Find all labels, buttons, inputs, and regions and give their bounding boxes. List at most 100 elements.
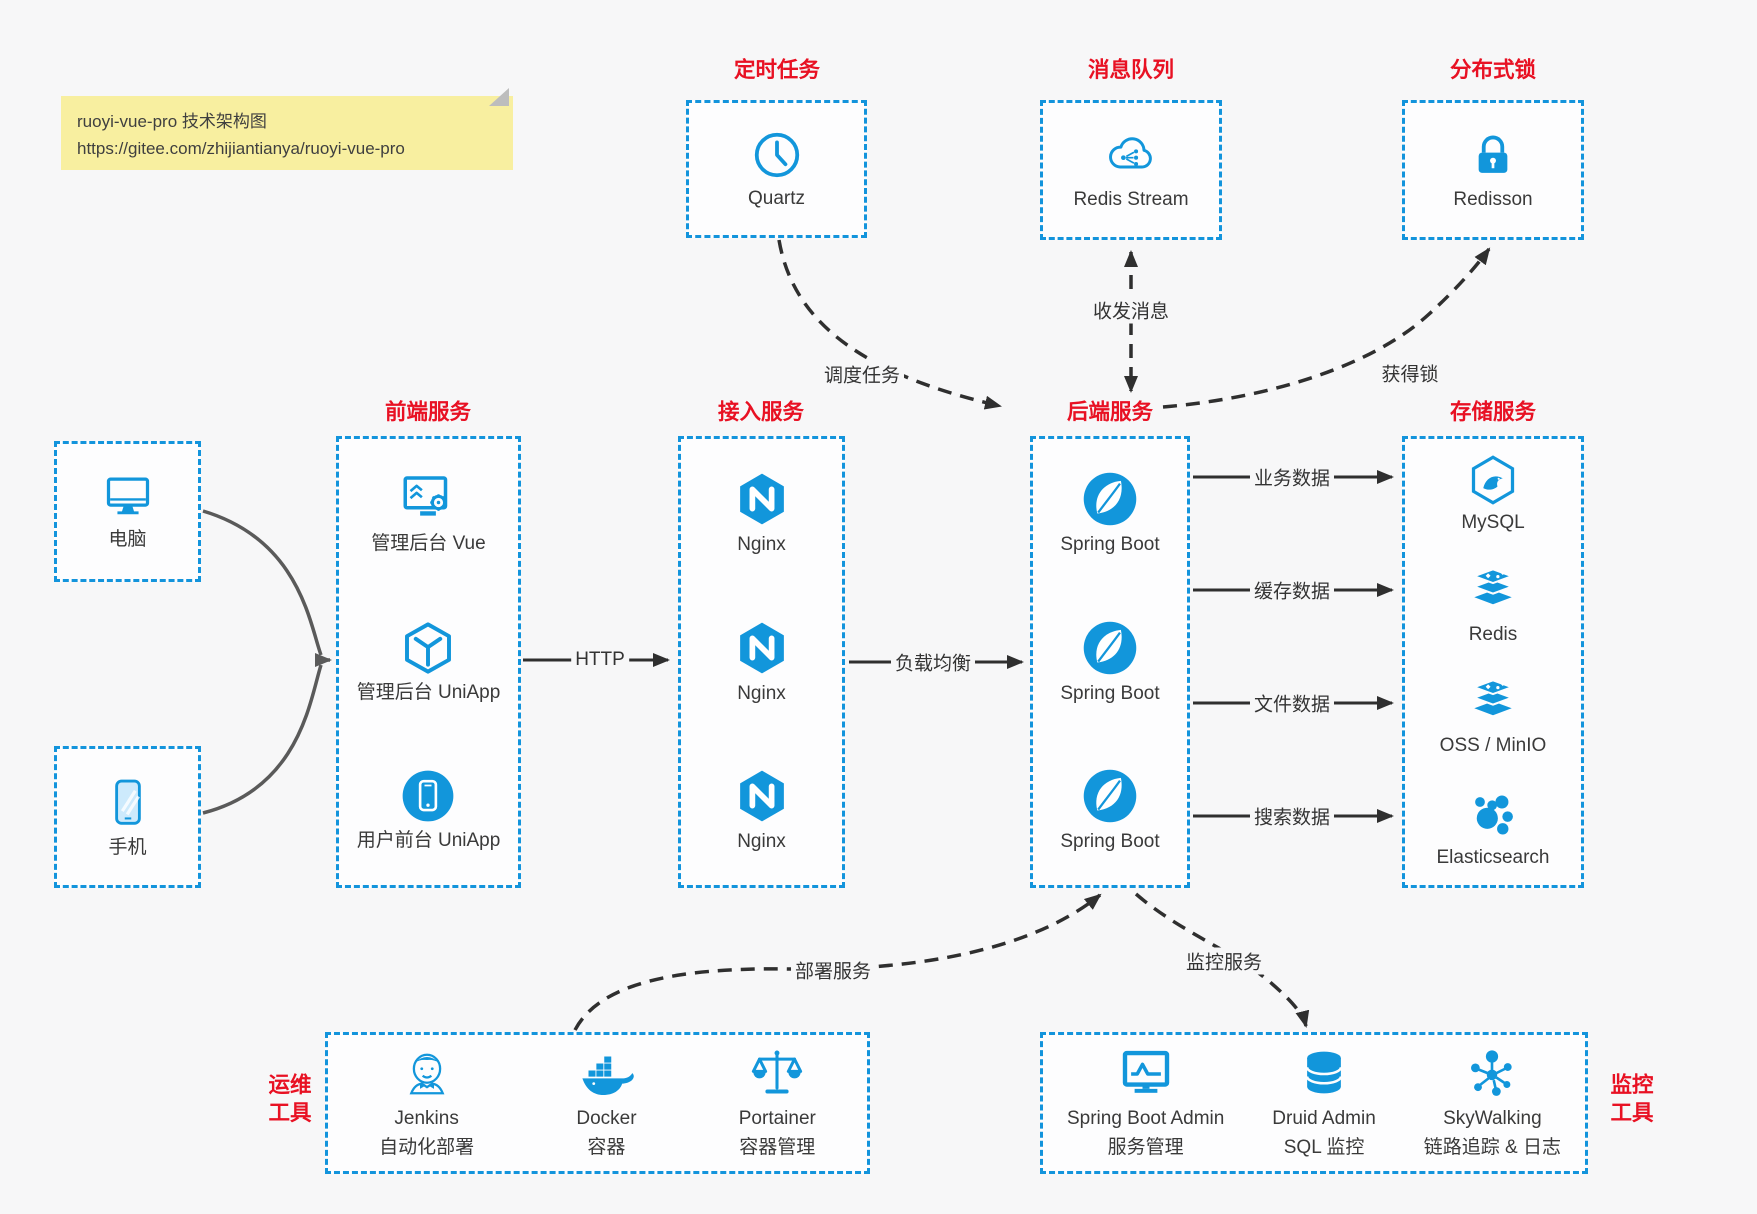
skywalking-icon <box>1471 1050 1513 1097</box>
node-desc: 服务管理 <box>1107 1137 1184 1158</box>
edge-phone-to-frontend <box>202 664 323 815</box>
title-access-service: 接入服务 <box>717 400 805 424</box>
node-nginx-3: Nginx <box>734 767 790 854</box>
node-label: Druid Admin <box>1272 1108 1376 1130</box>
note-fold-corner <box>489 88 509 106</box>
jenkins-icon <box>409 1053 445 1095</box>
node-desc: SQL 监控 <box>1283 1137 1365 1158</box>
node-label: Redis <box>1468 623 1518 645</box>
node-label: Spring Boot <box>1060 533 1160 555</box>
edge-label-load-balance: 负载均衡 <box>890 648 976 676</box>
panel-frontend: 管理后台 Vue 管理后台 UniApp 用户前台 UniApp <box>336 436 521 888</box>
title-distributed-lock: 分布式锁 <box>1449 58 1537 82</box>
node-nginx-1: Nginx <box>734 470 790 557</box>
node-phone: 手机 <box>102 775 154 860</box>
mysql-icon <box>1471 455 1515 505</box>
node-label: Spring Boot <box>1060 831 1160 853</box>
edge-label-schedule-job: 调度任务 <box>819 360 905 388</box>
node-druid-admin: Druid Admin SQL 监控 <box>1272 1046 1376 1160</box>
node-redis: Redis <box>1466 566 1520 647</box>
node-redis-stream: Redis Stream <box>1073 129 1189 212</box>
node-quartz: Quartz <box>748 128 805 211</box>
user-uniapp-icon <box>403 770 454 822</box>
node-admin-uniapp: 管理后台 UniApp <box>356 620 501 705</box>
node-redisson: Redisson <box>1453 129 1533 212</box>
desktop-icon <box>106 477 149 515</box>
node-label: Redis Stream <box>1073 188 1189 210</box>
node-spring-boot-admin: Spring Boot Admin 服务管理 <box>1067 1046 1224 1160</box>
node-label: MySQL <box>1461 512 1525 534</box>
monitoring-title-line2: 工具 <box>1610 1100 1654 1125</box>
node-label: Portainer <box>738 1108 816 1130</box>
edge-label-send-receive-message: 收发消息 <box>1088 296 1174 324</box>
node-label: Quartz <box>747 187 806 209</box>
node-label: Spring Boot <box>1060 682 1160 704</box>
title-monitoring-tools: 监控 工具 <box>1604 1072 1660 1128</box>
monitoring-title-line1: 监控 <box>1610 1073 1654 1097</box>
node-label: Docker <box>576 1108 637 1130</box>
node-user-uniapp: 用户前台 UniApp <box>357 768 500 853</box>
node-spring-boot-3: Spring Boot <box>1060 767 1160 854</box>
note-url: https://gitee.com/zhijiantianya/ruoyi-vu… <box>77 139 405 159</box>
node-label: 电脑 <box>108 529 147 551</box>
note-title: ruoyi-vue-pro 技术架构图 <box>77 112 267 131</box>
edge-label-http: HTTP <box>571 649 629 671</box>
panel-computer: 电脑 <box>54 441 201 582</box>
node-desc: 容器 <box>587 1137 626 1158</box>
node-desc: 链路追踪 & 日志 <box>1423 1137 1561 1158</box>
title-message-queue: 消息队列 <box>1087 58 1175 82</box>
admin-vue-icon <box>403 476 448 516</box>
object-storage-icon <box>1471 679 1515 716</box>
node-label: Nginx <box>737 682 786 704</box>
nginx-icon <box>739 770 784 822</box>
spring-boot-admin-icon <box>1122 1051 1169 1094</box>
panel-backend: Spring Boot Spring Boot Spring Boot <box>1030 436 1190 888</box>
ops-title-line1: 运维 <box>268 1073 312 1097</box>
node-mysql: MySQL <box>1461 454 1525 535</box>
edge-label-file-data: 文件数据 <box>1249 689 1335 717</box>
node-skywalking: SkyWalking 链路追踪 & 日志 <box>1424 1046 1561 1160</box>
title-frontend-service: 前端服务 <box>384 400 472 424</box>
node-spring-boot-1: Spring Boot <box>1060 470 1160 557</box>
panel-message-queue: Redis Stream <box>1040 100 1222 240</box>
uniapp-cube-icon <box>405 621 452 674</box>
node-desc: 容器管理 <box>739 1137 816 1158</box>
panel-ops-tools: Jenkins 自动化部署 Docker 容器 <box>325 1032 870 1174</box>
node-label: 手机 <box>108 836 147 858</box>
node-label: Redisson <box>1453 188 1533 210</box>
redis-icon <box>1471 568 1515 605</box>
node-oss-minio: OSS / MinIO <box>1439 677 1547 758</box>
ops-title-line2: 工具 <box>268 1100 312 1125</box>
panel-scheduled-task: Quartz <box>686 100 867 238</box>
panel-access: Nginx Nginx Nginx <box>678 436 845 888</box>
node-computer: 电脑 <box>100 471 156 552</box>
docker-icon <box>582 1056 635 1096</box>
node-jenkins: Jenkins 自动化部署 <box>379 1046 474 1160</box>
node-label: 管理后台 UniApp <box>356 681 501 703</box>
panel-distributed-lock: Redisson <box>1402 100 1584 240</box>
panel-monitoring-tools: Spring Boot Admin 服务管理 Druid Admin SQL 监… <box>1040 1032 1588 1174</box>
smartphone-icon <box>114 779 141 825</box>
padlock-icon <box>1478 135 1508 173</box>
nginx-icon <box>739 473 784 525</box>
node-elasticsearch: Elasticsearch <box>1437 789 1550 870</box>
sticky-note: ruoyi-vue-pro 技术架构图 https://gitee.com/zh… <box>61 88 513 170</box>
node-label: OSS / MinIO <box>1439 735 1547 757</box>
edge-label-search-data: 搜索数据 <box>1249 802 1335 830</box>
cloud-queue-icon <box>1109 136 1152 169</box>
node-admin-vue: 管理后台 Vue <box>371 471 486 556</box>
node-label: Nginx <box>737 831 786 853</box>
node-label: Spring Boot Admin <box>1066 1108 1225 1130</box>
edge-label-cache-data: 缓存数据 <box>1249 576 1335 604</box>
node-docker: Docker 容器 <box>576 1046 637 1160</box>
node-nginx-2: Nginx <box>734 619 790 706</box>
clock-icon <box>754 132 799 177</box>
edge-computer-to-frontend <box>202 509 323 656</box>
node-desc: 自动化部署 <box>379 1137 475 1158</box>
title-scheduled-task: 定时任务 <box>733 58 821 82</box>
spring-boot-icon <box>1083 621 1137 674</box>
nginx-icon <box>739 622 784 673</box>
portainer-icon <box>752 1050 803 1094</box>
node-label: 管理后台 Vue <box>371 532 486 554</box>
